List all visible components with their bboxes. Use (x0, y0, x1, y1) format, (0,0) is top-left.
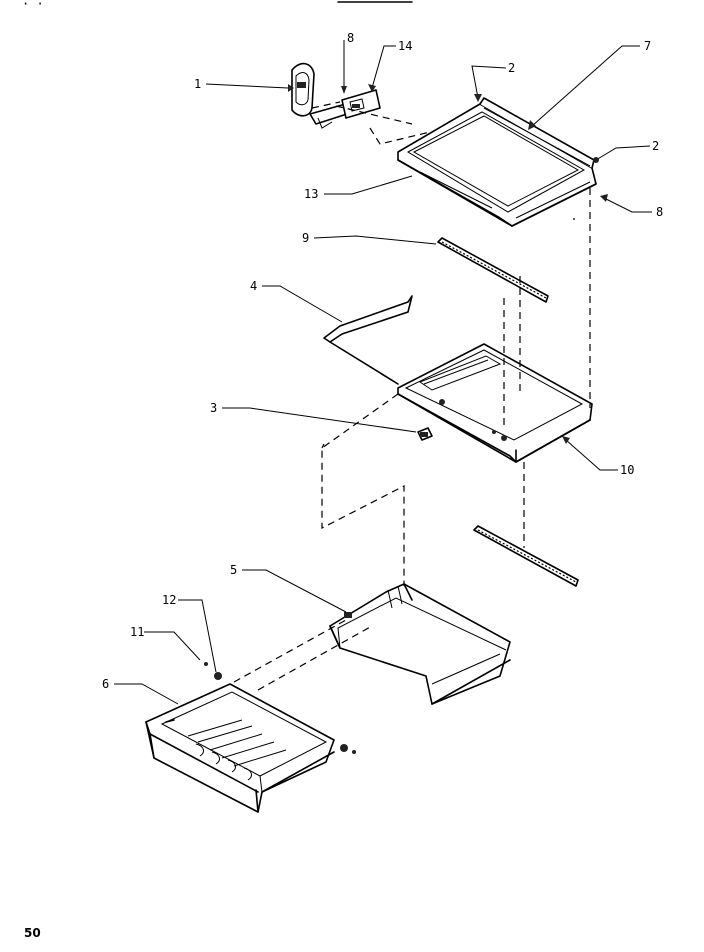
part-9-trim-strip (437, 237, 549, 303)
callout-13: 13 (304, 187, 318, 201)
part-11-washer (204, 662, 208, 666)
part-6-crisper-drawer (145, 683, 335, 813)
header-fragment: · · (22, 0, 44, 11)
part-10-shelf-frame (397, 343, 593, 463)
part-1-end-cap (291, 62, 315, 117)
fastener-right (340, 744, 348, 752)
part-5-crisper-pan (329, 583, 511, 705)
callout-5: 5 (230, 563, 237, 577)
page-number: 50 (24, 926, 41, 940)
part-13-glass-shelf (397, 97, 597, 227)
callout-9: 9 (302, 231, 309, 245)
part-14-bracket (309, 89, 381, 129)
callout-2-right: 2 (652, 139, 659, 153)
callout-1: 1 (194, 77, 201, 91)
callout-8-right: 8 (656, 205, 663, 219)
callout-3: 3 (210, 401, 217, 415)
callout-14: 14 (398, 39, 412, 53)
callout-11: 11 (130, 625, 144, 639)
lower-trim-strip (473, 525, 579, 587)
assembly-dashed-lines (233, 188, 591, 691)
part-4-side-rail (323, 295, 413, 385)
callout-7: 7 (644, 39, 651, 53)
callout-10: 10 (620, 463, 634, 477)
callout-12: 12 (162, 593, 176, 607)
callout-4: 4 (250, 279, 257, 293)
part-3-clip (417, 427, 433, 441)
washer-right (352, 750, 356, 754)
leader-lines (114, 40, 652, 705)
callout-2-top: 2 (508, 61, 515, 75)
callout-6: 6 (102, 677, 109, 691)
callout-8-top: 8 (347, 31, 354, 45)
part-12-screw (214, 672, 222, 680)
